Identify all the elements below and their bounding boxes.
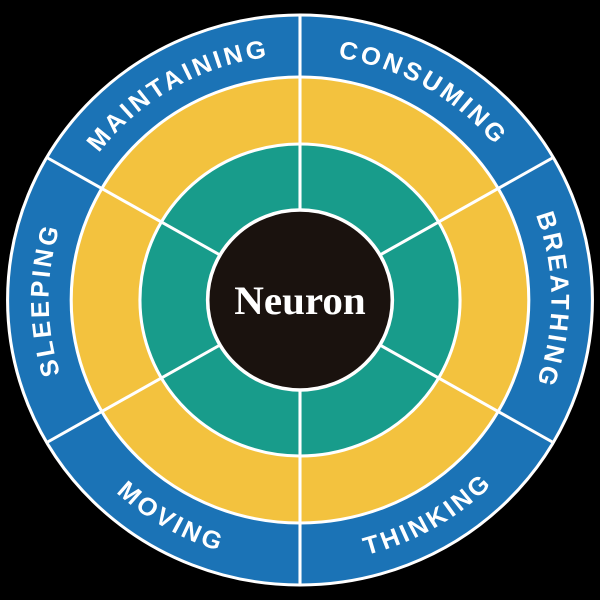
- sector-dividers: [46, 16, 554, 584]
- center-label: Neuron: [234, 278, 365, 322]
- sector-divider: [379, 343, 554, 444]
- sector-divider: [379, 156, 554, 257]
- sector-divider: [46, 156, 221, 257]
- center-circle: [205, 208, 395, 392]
- wheel-group: CONSUMING BREATHING THINKING MOVING SLEE…: [6, 13, 594, 587]
- sector-divider: [46, 343, 221, 444]
